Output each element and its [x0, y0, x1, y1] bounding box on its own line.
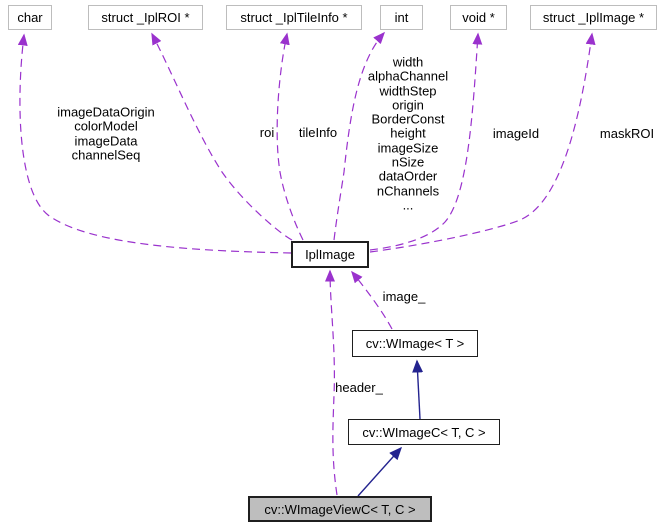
collab-edge-int: [333, 31, 386, 241]
collab-edge-char: [17, 33, 292, 254]
node-iplimage[interactable]: IplImage: [291, 241, 369, 268]
collab-edge-voidptr: [369, 32, 483, 251]
node-char: char: [8, 5, 52, 30]
collab-edge-maskroi: [369, 32, 596, 253]
node-cv-wimagec[interactable]: cv::WImageC< T, C >: [348, 419, 500, 445]
edge-label-image: image_: [382, 288, 426, 304]
node-void-ptr: void *: [450, 5, 507, 30]
edge-label-tileinfo: tileInfo: [298, 124, 338, 140]
edge-label-header: header_: [335, 379, 383, 395]
node-cv-wimageviewc-focus: cv::WImageViewC< T, C >: [248, 496, 432, 522]
node-int: int: [380, 5, 423, 30]
node-struct-iplimage-ptr: struct _IplImage *: [530, 5, 657, 30]
collab-edge-image: [351, 270, 393, 330]
inherit-edge-wimagec-to-wimage: [412, 359, 424, 420]
edge-label-int-members: width alphaChannel widthStep origin Bord…: [367, 54, 449, 213]
edge-label-char-members: imageDataOrigin colorModel imageData cha…: [57, 104, 155, 163]
inherit-edge-wimageviewc-to-wimagec: [357, 446, 403, 497]
edge-label-maskroi: maskROI: [599, 125, 655, 141]
node-struct-ipltileinfo-ptr: struct _IplTileInfo *: [226, 5, 362, 30]
edge-label-imageid: imageId: [492, 125, 540, 141]
collab-edge-tileinfo: [276, 32, 304, 241]
node-cv-wimage[interactable]: cv::WImage< T >: [352, 330, 478, 357]
edge-label-roi: roi: [259, 124, 275, 140]
node-struct-iplroi-ptr: struct _IplROI *: [88, 5, 203, 30]
collab-edge-roi: [151, 32, 293, 241]
